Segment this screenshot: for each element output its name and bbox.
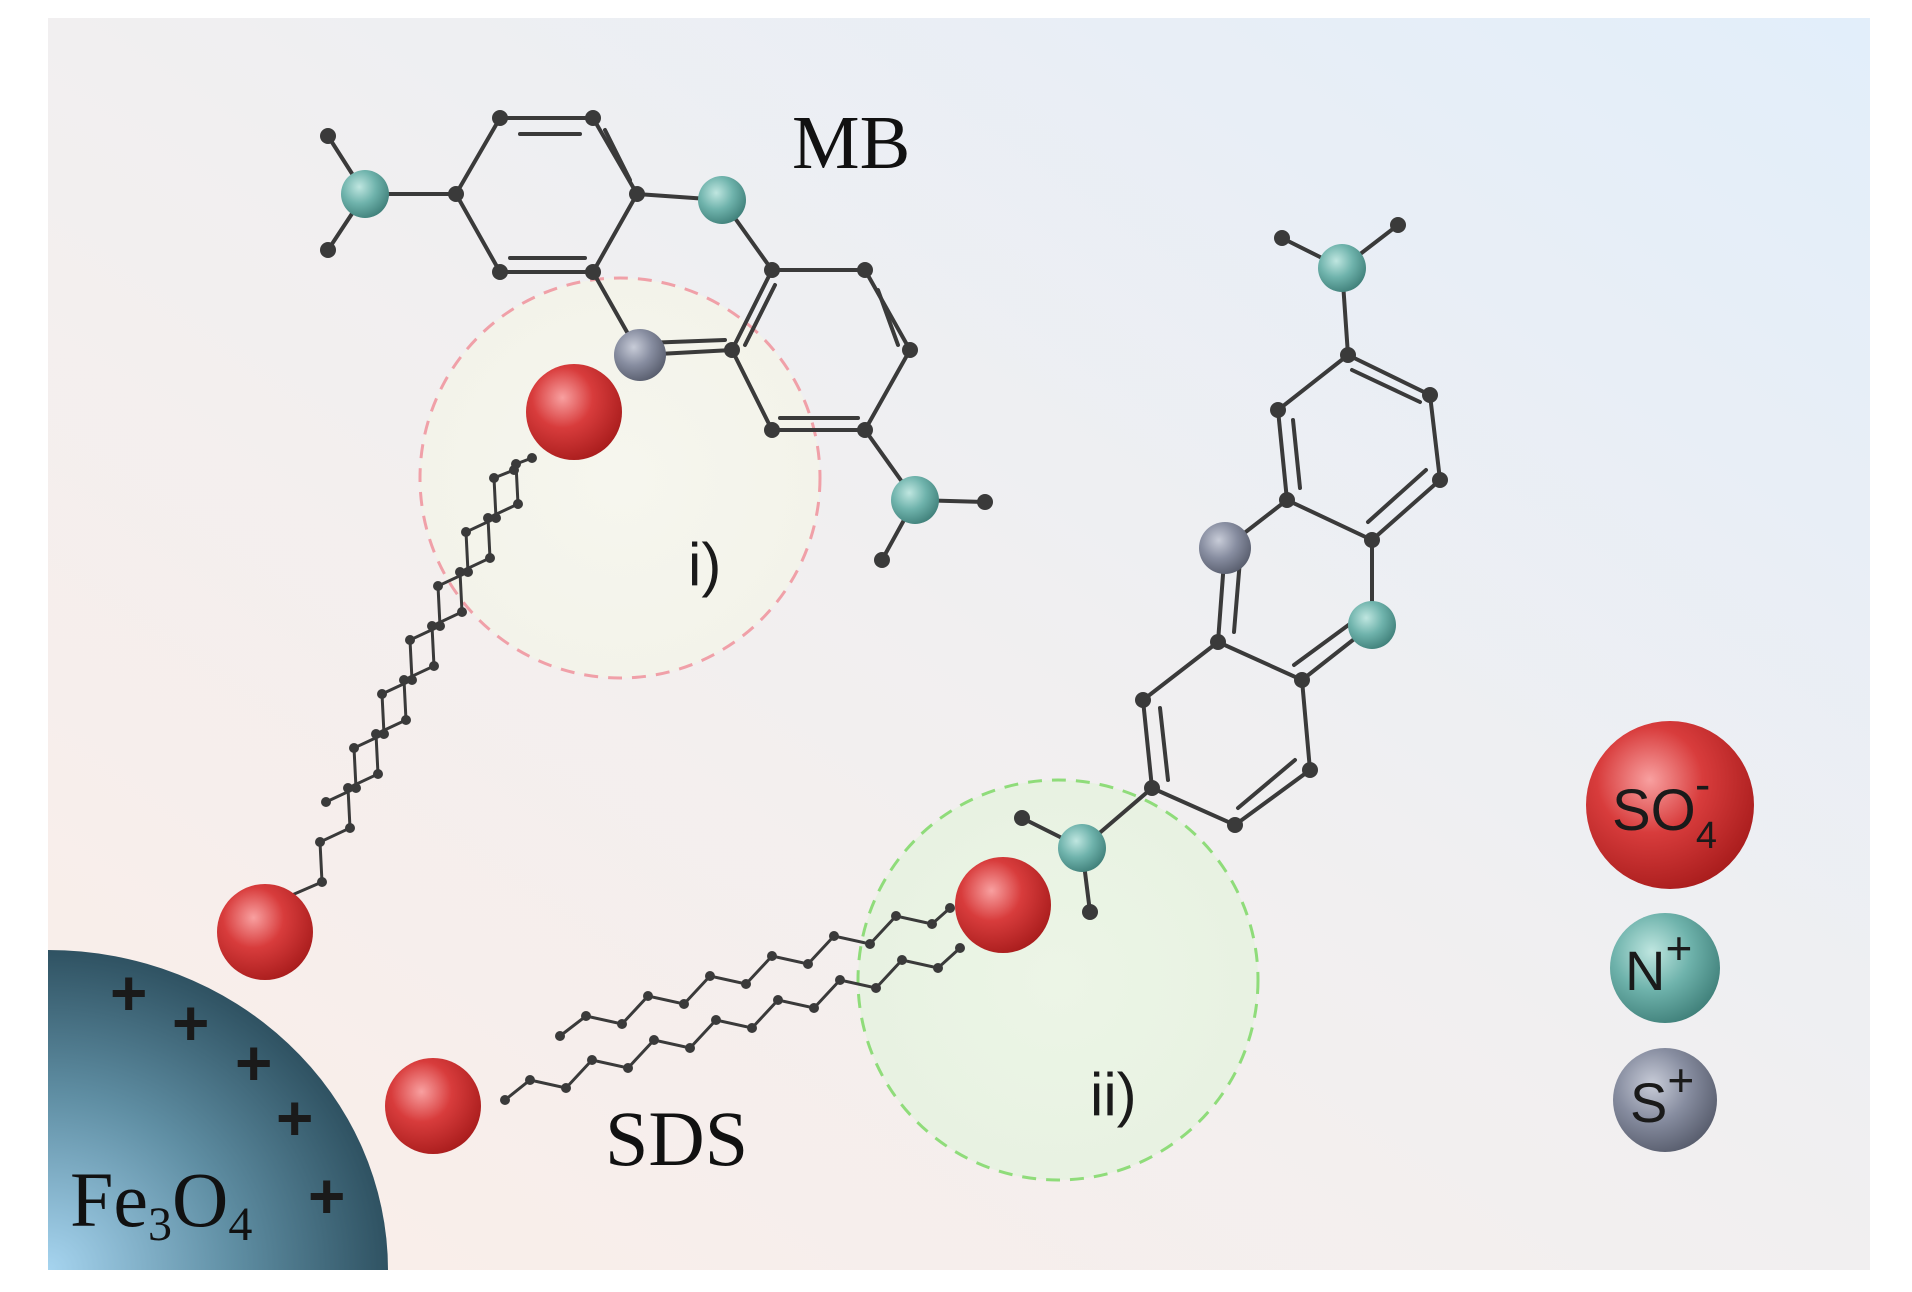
sds-label: SDS: [605, 1095, 748, 1182]
legend-sulfate-swatch: [1586, 721, 1754, 889]
legend: SO4- N+ S+: [1586, 721, 1754, 1152]
mb-label: MB: [792, 101, 910, 185]
fe3o4-particle: [48, 950, 388, 1270]
plus-charge: +: [235, 1027, 272, 1099]
n-atom: [1058, 824, 1106, 872]
plus-charge: +: [110, 957, 147, 1029]
mb-molecule-top-atoms: [320, 110, 993, 568]
site-ii-circle: [856, 778, 1260, 1182]
legend-sulfate-label: SO4-: [1612, 758, 1717, 857]
s-atom: [1199, 522, 1251, 574]
site-i-label: i): [688, 531, 721, 598]
mb-molecule-right-atoms: [1014, 217, 1448, 920]
plus-charge: +: [308, 1160, 345, 1232]
n-atom: [1318, 244, 1366, 292]
sds-chain-bottom-atoms: [500, 903, 965, 1105]
sds-chain-bottom: [503, 906, 962, 1102]
n-atom: [1348, 601, 1396, 649]
sds-chain-left-atoms: [315, 453, 537, 887]
n-atom: [341, 170, 389, 218]
surface-charges: + + + + +: [110, 957, 345, 1232]
sulfate-head: [526, 364, 622, 460]
plus-charge: +: [172, 987, 209, 1059]
n-atom: [891, 476, 939, 524]
s-atom: [614, 329, 666, 381]
n-atom: [698, 176, 746, 224]
sulfate-head: [217, 884, 313, 980]
legend-sulfur-label: S+: [1630, 1054, 1694, 1134]
fe3o4-label: Fe3O4: [70, 1156, 252, 1251]
legend-nitrogen-label: N+: [1625, 922, 1692, 1002]
sulfate-head: [955, 857, 1051, 953]
sulfate-head: [385, 1058, 481, 1154]
legend-nitrogen-swatch: [1610, 913, 1720, 1023]
site-ii-label: ii): [1090, 1061, 1137, 1128]
plus-charge: +: [276, 1082, 313, 1154]
site-i-circle: [418, 276, 822, 680]
legend-sulfur-swatch: [1613, 1048, 1717, 1152]
